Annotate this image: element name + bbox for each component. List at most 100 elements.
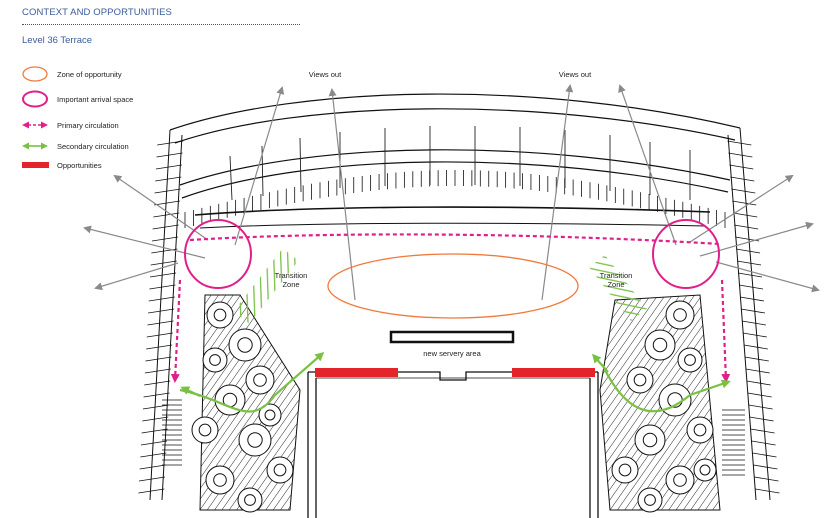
column-rung [156, 152, 183, 158]
shrub [693, 458, 717, 482]
column-rung [727, 140, 752, 146]
column-rung [145, 356, 172, 362]
column-rung [157, 140, 184, 146]
shrub-center [673, 308, 687, 322]
legend-primary-label: Primary circulation [57, 121, 119, 130]
column-rung [144, 380, 171, 386]
column-rung [148, 296, 175, 302]
side-structure-left [149, 129, 183, 501]
green-arrow-icon [22, 142, 48, 150]
transition-zone-left [233, 248, 299, 324]
shrub [238, 423, 272, 457]
arrival-space-left [184, 219, 252, 289]
shrub [237, 487, 263, 513]
column-rung [148, 308, 175, 314]
column-rung [742, 332, 767, 338]
column-rung [146, 344, 173, 350]
column-rung [736, 260, 762, 266]
red-bar-icon [22, 162, 49, 168]
shrub-center [273, 463, 287, 477]
column-rung [736, 248, 761, 254]
column-rung [749, 416, 774, 422]
column-rung [748, 404, 773, 410]
balustrade [184, 170, 726, 228]
shrub-center [699, 464, 711, 476]
column-rung [150, 260, 177, 266]
column-rung [155, 176, 182, 182]
column-rung [147, 320, 174, 326]
column-rung [737, 272, 763, 278]
column-rung [142, 404, 169, 410]
stairs-left [162, 399, 182, 466]
shrub [686, 416, 714, 444]
transition-zone-right [589, 255, 647, 321]
column-rung [744, 356, 769, 362]
shrub-center [633, 373, 647, 387]
shrub-center [644, 494, 656, 506]
shrub-center [618, 463, 632, 477]
shrub-center [213, 473, 227, 487]
lower-walls [307, 371, 599, 518]
column-rung [152, 224, 179, 230]
title-divider [22, 24, 300, 25]
column-rung [743, 344, 768, 350]
arrival-space-right [652, 219, 720, 289]
shrub-center [253, 373, 267, 387]
shrub-center [237, 337, 253, 353]
shrub [202, 347, 228, 373]
magenta-ellipse-icon [22, 90, 48, 108]
column-rung [751, 440, 776, 446]
column-rung [153, 200, 181, 206]
magenta-dashed-arrow-icon [22, 121, 48, 129]
column-rung [746, 380, 771, 386]
column-rung [753, 464, 778, 470]
column-rung [731, 188, 756, 194]
column-rung [733, 212, 758, 218]
shrub-center [673, 473, 687, 487]
servery-counter [389, 330, 515, 344]
primary-circulation [170, 233, 731, 383]
shrub-center [652, 337, 668, 353]
shrub [626, 366, 654, 394]
shrub-center [693, 423, 707, 437]
legend-zone-label: Zone of opportunity [57, 70, 122, 79]
legend-symbols [22, 66, 49, 168]
transition-zone-label-left: Transition Zone [274, 271, 308, 289]
views-out-label-right: Views out [558, 70, 592, 79]
servery-label: new servery area [423, 349, 481, 358]
column-rung [144, 368, 171, 374]
column-rung [730, 176, 755, 182]
zone-of-opportunity [327, 253, 579, 319]
opportunity-bar-left [315, 368, 398, 377]
shrub [637, 487, 663, 513]
shrub [245, 365, 275, 395]
shrub [191, 416, 219, 444]
shrub [634, 424, 666, 456]
legend-opportunities-label: Opportunities [57, 161, 102, 170]
planter-bed-left [199, 294, 301, 511]
column-rung [750, 428, 775, 434]
legend-arrival-label: Important arrival space [57, 95, 134, 104]
shrub [658, 383, 692, 417]
shrub [228, 328, 262, 362]
side-structure-right [727, 127, 771, 501]
column-rung [153, 212, 180, 218]
shrub-center [209, 354, 221, 366]
column-rung [154, 188, 181, 194]
shrub-center [247, 432, 263, 448]
roof-canopy [169, 93, 741, 229]
shrub [611, 456, 639, 484]
column-rung [140, 452, 167, 458]
shrub [665, 465, 695, 495]
shrub-sketches [191, 300, 717, 513]
shrub [266, 456, 294, 484]
shrub-center [244, 494, 256, 506]
stairs-right [722, 409, 745, 476]
column-rung [151, 236, 179, 242]
column-rung [728, 152, 753, 158]
column-rung [146, 332, 173, 338]
shrub [258, 403, 282, 427]
opportunity-bar-right [512, 368, 595, 377]
orange-ellipse-icon [22, 66, 48, 82]
column-rung [747, 392, 772, 398]
